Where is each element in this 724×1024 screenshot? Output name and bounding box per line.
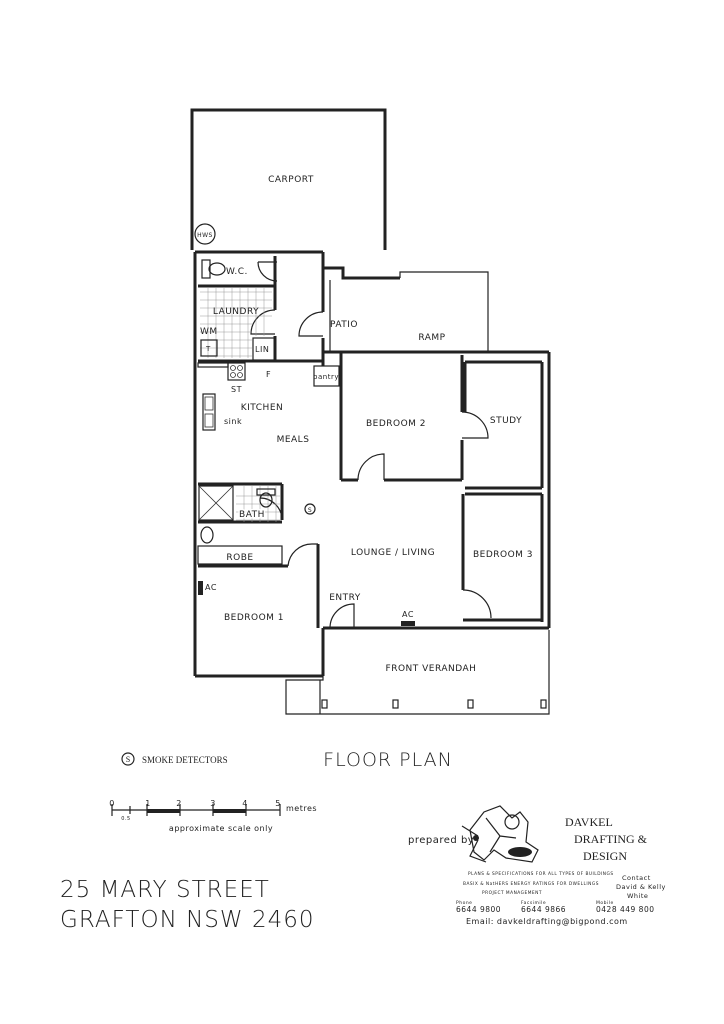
bedroom1-label: BEDROOM 1 — [224, 613, 284, 623]
scale-bar — [111, 804, 281, 816]
lin-label: LIN — [255, 345, 269, 354]
fax-number: 6644 9866 — [521, 905, 566, 914]
scale-tick-5: 5 — [275, 799, 281, 808]
address-line1: 25 MARY STREET — [60, 877, 270, 903]
phone-label: Phone — [456, 900, 472, 906]
fridge-label: F — [266, 370, 271, 379]
legend-smoke-symbol — [121, 752, 135, 766]
bedroom1-ac-label: AC — [205, 583, 217, 592]
study-label: STUDY — [490, 416, 522, 426]
legend-smoke-label: SMOKE DETECTORS — [142, 755, 228, 765]
address-line2: GRAFTON NSW 2460 — [60, 907, 315, 933]
pantry-label: pantry — [313, 373, 339, 381]
smoke-detector-symbol — [304, 503, 316, 515]
carport-outline — [190, 108, 387, 250]
service-line1: PLANS & SPECIFICATIONS FOR ALL TYPES OF … — [468, 871, 614, 877]
stove-symbol — [227, 362, 246, 381]
fax-label: Facsimile — [521, 900, 546, 906]
contact-surname: White — [627, 892, 648, 900]
living-ac-label: AC — [402, 610, 414, 619]
mobile-label: Mobile — [596, 900, 614, 906]
scale-tick-0: 0 — [109, 799, 115, 808]
ramp-label: RAMP — [418, 333, 445, 343]
legend-smoke-marker: S — [126, 755, 130, 764]
scale-tick-2: 2 — [176, 799, 182, 808]
sink-label: sink — [224, 417, 242, 426]
wc-toilet-symbol — [201, 259, 226, 279]
kitchen-bench — [197, 362, 229, 368]
stove-label: ST — [231, 385, 242, 394]
laundry-tile-pattern — [200, 288, 272, 358]
lounge-living-label: LOUNGE / LIVING — [351, 548, 435, 558]
bath-label: BATH — [239, 510, 265, 520]
smoke-detector-marker: S — [308, 507, 312, 514]
contact-label: Contact — [622, 874, 651, 882]
living-ac-unit — [401, 621, 415, 626]
contact-names: David & Kelly — [616, 883, 666, 891]
service-line3: PROJECT MANAGEMENT — [482, 890, 542, 896]
service-line2: BASIX & NatHERS ENERGY RATINGS FOR DWELL… — [463, 881, 599, 887]
meals-label: MEALS — [277, 435, 310, 445]
scale-tick-half: 0.5 — [121, 816, 130, 822]
front-verandah-outline — [285, 630, 550, 715]
bedroom1-ac-unit — [198, 581, 203, 595]
email-line: Email: davkeldrafting@bigpond.com — [466, 917, 628, 926]
kitchen-label: KITCHEN — [241, 403, 284, 413]
company-name-line3: DESIGN — [583, 849, 627, 863]
hws-label: HWS — [197, 232, 213, 239]
mobile-number: 0428 449 800 — [596, 905, 655, 914]
laundry-label: LAUNDRY — [213, 307, 259, 317]
scale-tick-1: 1 — [145, 799, 151, 808]
bedroom3-label: BEDROOM 3 — [473, 550, 533, 560]
prepared-by-label: prepared by — [408, 835, 474, 846]
hot-water-system-symbol — [194, 223, 216, 245]
tub-label: T — [205, 345, 211, 353]
interior-walls — [197, 256, 544, 628]
basin-symbol — [200, 526, 214, 544]
door-swings — [250, 261, 492, 629]
bedroom2-label: BEDROOM 2 — [366, 419, 426, 429]
bath-tile-pattern — [236, 486, 280, 522]
wm-label: WM — [200, 327, 218, 337]
shower-symbol — [198, 485, 234, 521]
patio-label: PATIO — [330, 320, 358, 330]
wc-label: W.C. — [226, 267, 248, 277]
floor-plan-title: FLOOR PLAN — [323, 749, 453, 771]
scale-tick-3: 3 — [210, 799, 216, 808]
drafting-figure-logo — [461, 805, 539, 863]
phone-number: 6644 9800 — [456, 905, 501, 914]
scale-unit: metres — [286, 804, 317, 813]
robe-label: ROBE — [226, 553, 253, 563]
bath-toilet-symbol — [256, 488, 276, 508]
company-name-line2: DRAFTING & — [574, 832, 648, 846]
scale-note: approximate scale only — [169, 824, 273, 833]
scale-tick-4: 4 — [242, 799, 248, 808]
entry-label: ENTRY — [329, 593, 361, 603]
carport-label: CARPORT — [268, 175, 314, 185]
sink-symbol — [202, 393, 216, 431]
company-name-line1: DAVKEL — [565, 815, 613, 829]
front-verandah-label: FRONT VERANDAH — [386, 664, 477, 674]
tub-symbol — [200, 339, 218, 357]
